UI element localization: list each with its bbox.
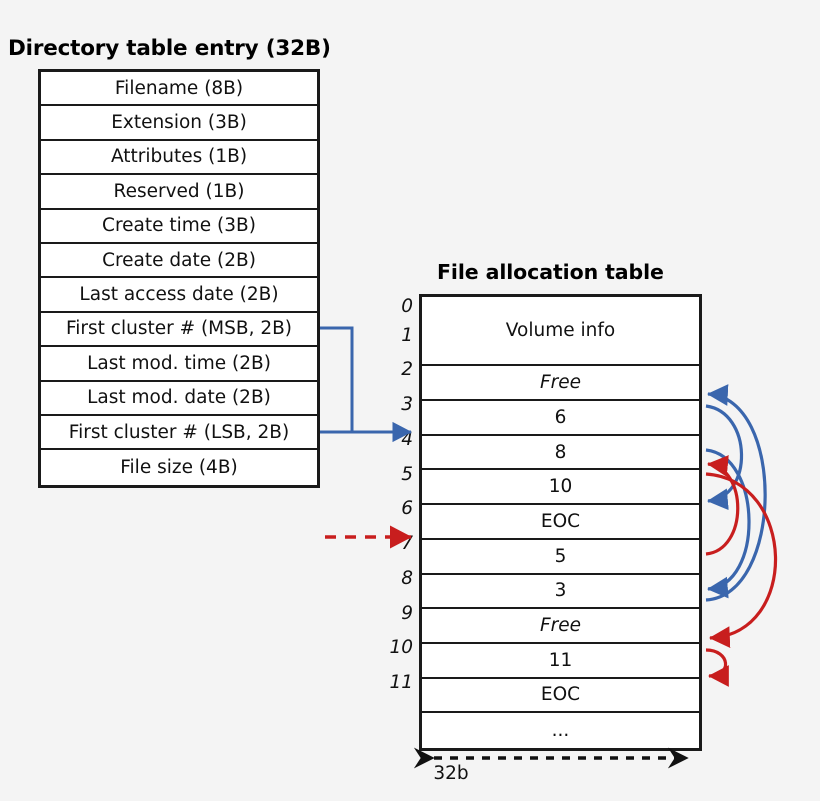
- fat-index-0: 0: [401, 296, 413, 317]
- red-cluster-chain-arcs: [705, 455, 778, 687]
- directory-table-entry: Filename (8B) Extension (3B) Attributes …: [38, 69, 320, 488]
- directory-field-row: Extension (3B): [41, 106, 317, 141]
- directory-field-row: Attributes (1B): [41, 140, 317, 176]
- directory-field-row: Filename (8B): [41, 72, 317, 107]
- directory-table-title: Directory table entry (32B): [8, 36, 331, 61]
- fat-entry-4: 8: [422, 435, 699, 471]
- fat-index-8: 8: [401, 568, 413, 589]
- fat-index-9: 9: [401, 603, 413, 624]
- blue-cluster-chain-arcs: [705, 384, 767, 602]
- directory-field-row-first-cluster-msb: First cluster # (MSB, 2B): [41, 312, 317, 348]
- fat-index-2: 2: [401, 359, 413, 380]
- directory-field-row: File size (4B): [41, 450, 317, 485]
- fat-entry-3: 6: [422, 401, 699, 436]
- fat-width-value: 32b: [430, 763, 472, 784]
- directory-field-row: Create date (2B): [41, 243, 317, 279]
- fat-index-4: 4: [401, 429, 413, 450]
- fat-entry-ellipsis: ...: [422, 713, 699, 748]
- directory-field-row: Last mod. date (2B): [41, 381, 317, 416]
- fat-index-6: 6: [401, 498, 413, 519]
- fat-entry-8: 3: [422, 574, 699, 610]
- fat-width-label: 32b: [0, 763, 820, 784]
- fat-entry-6: EOC: [422, 505, 699, 540]
- file-allocation-table-title: File allocation table: [437, 260, 664, 284]
- fat-entry-5: 10: [422, 470, 699, 506]
- directory-field-row: Last mod. time (2B): [41, 347, 317, 382]
- fat-index-7: 7: [401, 533, 413, 554]
- fat-index-11: 11: [389, 672, 413, 693]
- fat-index-5: 5: [401, 464, 413, 485]
- fat-entry-7: 5: [422, 539, 699, 575]
- fat-index-1: 1: [401, 325, 413, 346]
- directory-field-row: Reserved (1B): [41, 175, 317, 210]
- fat-entry-2: Free: [422, 366, 699, 402]
- fat-index-10: 10: [389, 637, 413, 658]
- fat-entry-11: EOC: [422, 678, 699, 714]
- fat-entry-volume-info: Volume info: [422, 297, 699, 367]
- file-allocation-table: Volume info Free 6 8 10 EOC 5 3 Free 11 …: [419, 294, 702, 751]
- fat-index-3: 3: [401, 394, 413, 415]
- directory-field-row: Last access date (2B): [41, 278, 317, 313]
- directory-field-row: Create time (3B): [41, 209, 317, 244]
- directory-field-row-first-cluster-lsb: First cluster # (LSB, 2B): [41, 415, 317, 451]
- fat-entry-10: 11: [422, 643, 699, 679]
- fat-entry-9: Free: [422, 609, 699, 644]
